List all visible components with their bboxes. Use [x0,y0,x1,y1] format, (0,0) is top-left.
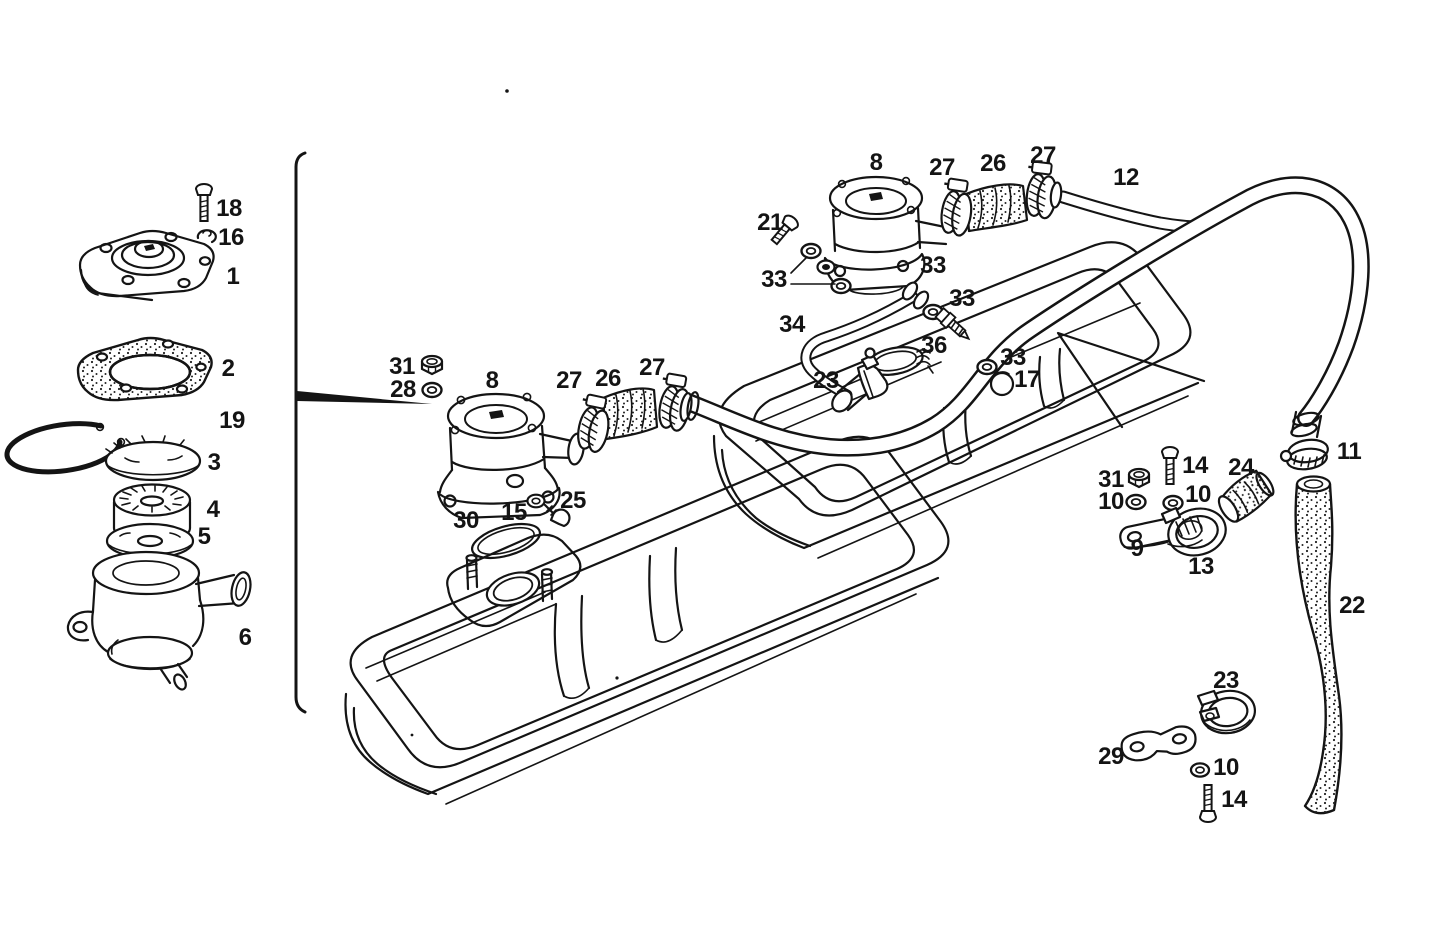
clip-washer-16 [196,229,217,244]
pipe-end-stub [1290,410,1323,439]
reference-bracket [294,151,432,714]
bolt-14 [1199,784,1217,823]
bolt-18 [195,183,213,222]
washer-10 [1125,493,1147,511]
print-speck [615,676,619,680]
print-speck [410,733,414,737]
bottom-hardware-group [1120,689,1256,823]
pipe-clamp-13 [1160,506,1227,557]
nut-31 [1127,467,1151,489]
bolt-14 [1161,446,1179,485]
bolt-21 [770,214,799,246]
breather-pipes [679,176,1370,457]
nut-31 [420,354,444,376]
drain-hose-22 [1294,475,1343,815]
strap-bracket-29 [1120,725,1197,762]
washer-15 [526,493,546,509]
diaphragm-3 [104,435,202,482]
cup-plug-17 [989,371,1015,397]
pipe-clamp-23 [1196,689,1256,735]
hose-clamp-11 [1279,438,1329,471]
mounting-stud [540,568,554,603]
pointer-wedge [1056,331,1206,429]
front-valve-cover [344,435,950,805]
gasket-ring-30 [471,522,541,560]
washer-33 [976,358,998,376]
exploded-breather-stack [4,183,252,691]
washer-10 [1189,762,1211,778]
mounting-stud [465,554,479,591]
rear-valve-cover [712,241,1200,559]
rear-breather-valve [770,159,1063,413]
washer-10 [1162,494,1184,512]
print-speck [505,89,509,93]
breather-mounting-boss [446,533,582,628]
cover-plate-1 [78,229,215,302]
coil-fitting-36 [915,348,934,374]
pipe-union [901,281,930,310]
washer-33 [830,277,852,295]
hose-26 [601,387,659,441]
hose-fitting-24 [1217,469,1275,523]
valve-body-6 [66,550,252,691]
screw-25 [543,503,571,528]
right-hardware-group [1056,331,1343,815]
front-breather-valve [420,354,700,560]
banjo-bolt-36 [934,306,971,341]
washer-28 [421,381,443,399]
bracket-pointer-wedge [297,391,432,404]
washer-33 [800,242,822,260]
gasket-2 [76,336,213,402]
pipe-34 [800,291,919,401]
pipe-12 [679,176,1370,457]
snap-ring-19 [4,421,126,475]
pipe-clamp-23 [831,347,889,413]
spring-plate-5 [105,522,195,560]
